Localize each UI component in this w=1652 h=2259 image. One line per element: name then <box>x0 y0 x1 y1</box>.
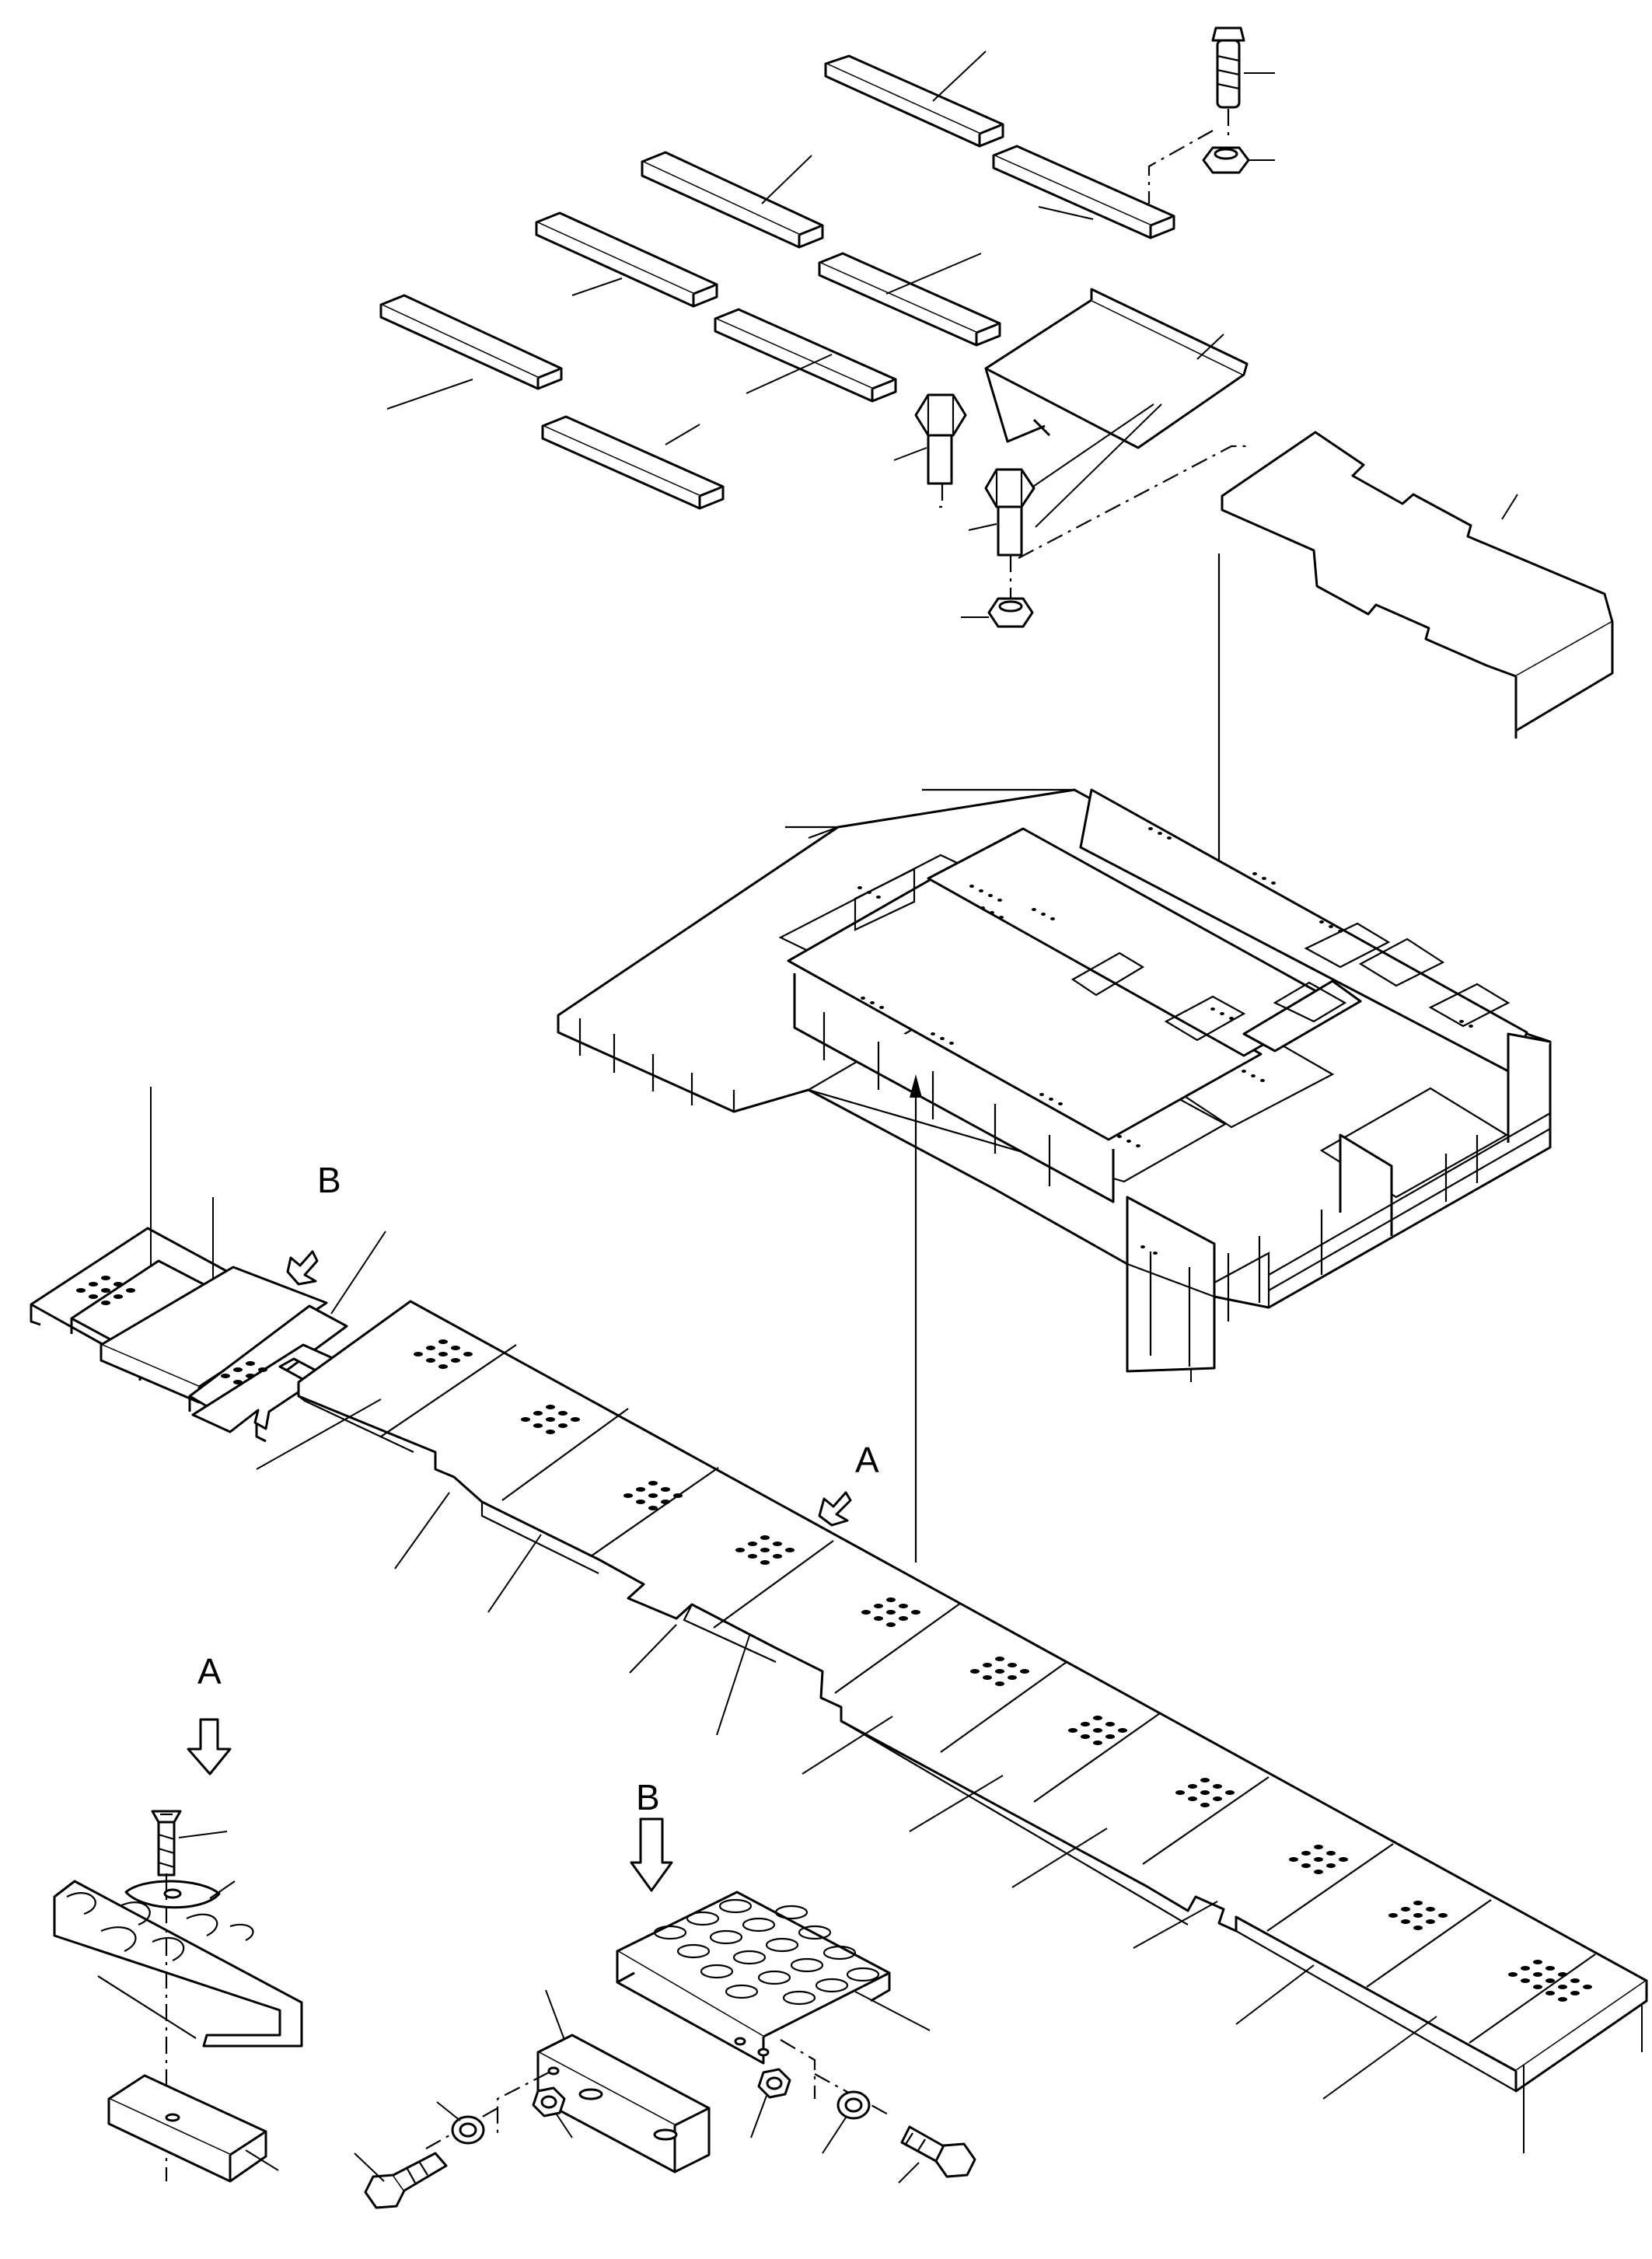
nut-b-right <box>750 2068 791 2139</box>
countersunk-screw <box>151 1810 228 1877</box>
step-panel-3 <box>100 1266 328 1404</box>
flat-washer-a <box>124 1880 236 1909</box>
walkway-perforations <box>76 1276 1592 2002</box>
frame-bolt-holes <box>857 827 1473 1255</box>
walkway-mount-arrow <box>910 1074 922 1562</box>
tray-bracket <box>984 288 1249 528</box>
hex-bolt-b-right <box>898 2125 976 2184</box>
bolt-axis-b-right <box>780 2039 892 2117</box>
detail-b: B <box>354 1777 976 2209</box>
detail-a: A <box>53 1651 303 2183</box>
revolving-frame <box>557 788 1552 1382</box>
bolt-axis-line-1 <box>1147 109 1230 204</box>
angle-bracket-2 <box>641 151 824 249</box>
walkway-assembly: B A <box>30 1087 1648 2153</box>
nut-upper-right <box>1202 146 1275 174</box>
angle-bracket-5 <box>818 252 1001 347</box>
nut-upper-mid <box>961 597 1034 628</box>
washer-b-right <box>822 2090 871 2154</box>
step-grating-b <box>616 1891 931 2065</box>
detail-a-title: A <box>197 1651 222 1692</box>
angle-bracket-3 <box>992 145 1175 239</box>
cover-plate <box>1221 431 1614 738</box>
detail-b-title: B <box>636 1777 660 1817</box>
bolt-upper-right <box>1211 26 1275 109</box>
upper-brackets-group <box>379 26 1614 738</box>
angle-bracket-6 <box>379 294 563 410</box>
angle-bracket-4 <box>535 211 718 308</box>
walkway-main-panels <box>76 1276 1648 2153</box>
washer-b-left <box>436 2101 485 2145</box>
view-a-arrow: A <box>818 1440 879 1527</box>
bolt-upper-mid-2 <box>968 468 1036 557</box>
angle-bracket-7 <box>714 308 897 403</box>
hex-bolt-b-left <box>354 2152 448 2209</box>
bolt-axis-line-2 <box>938 445 1252 599</box>
view-b-label: B <box>317 1160 341 1200</box>
tapped-block <box>107 2074 279 2183</box>
angle-bracket-8 <box>541 415 725 510</box>
detail-a-arrow <box>187 1718 232 1775</box>
walkway-leader-lines <box>256 1398 1643 2153</box>
view-a-label: A <box>855 1440 879 1480</box>
nut-b-left <box>532 2086 573 2139</box>
detail-b-arrow <box>630 1817 673 1892</box>
angle-bracket-b <box>536 1989 711 2173</box>
bolt-axis-b-left <box>425 2072 550 2149</box>
bolt-upper-mid-1 <box>893 393 967 485</box>
angle-bracket-1 <box>824 51 1004 148</box>
view-b-arrow: B <box>286 1160 341 1286</box>
